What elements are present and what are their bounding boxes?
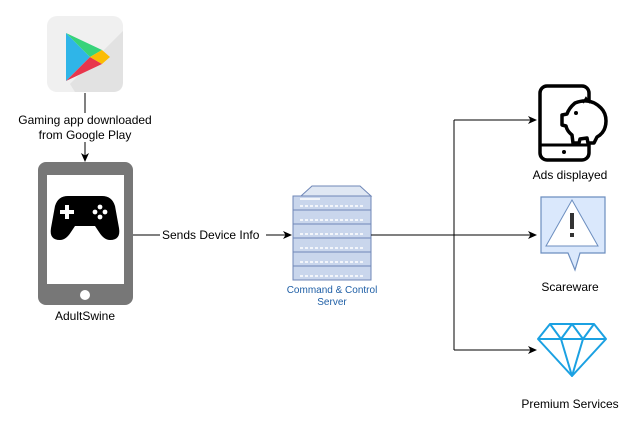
edge-server-to-outcomes (371, 116, 537, 354)
scareware-label: Scareware (541, 280, 599, 294)
piggy-bank-icon (560, 96, 608, 145)
premium-label: Premium Services (521, 397, 619, 411)
edge-label-sends-device-info: Sends Device Info (161, 228, 261, 242)
server-icon (292, 185, 373, 281)
gamepad-icon (50, 196, 120, 240)
phone-label: AdultSwine (54, 309, 116, 323)
play-store-label-line2: from Google Play (38, 128, 132, 142)
server-label-line2: Server (317, 297, 347, 308)
google-play-icon (47, 16, 123, 92)
diamond-icon (537, 323, 607, 377)
warning-icon (540, 196, 606, 272)
ads-label: Ads displayed (532, 168, 608, 182)
server-label-line1: Command & Control (286, 285, 378, 296)
play-store-label-line1: Gaming app downloaded (18, 113, 152, 127)
